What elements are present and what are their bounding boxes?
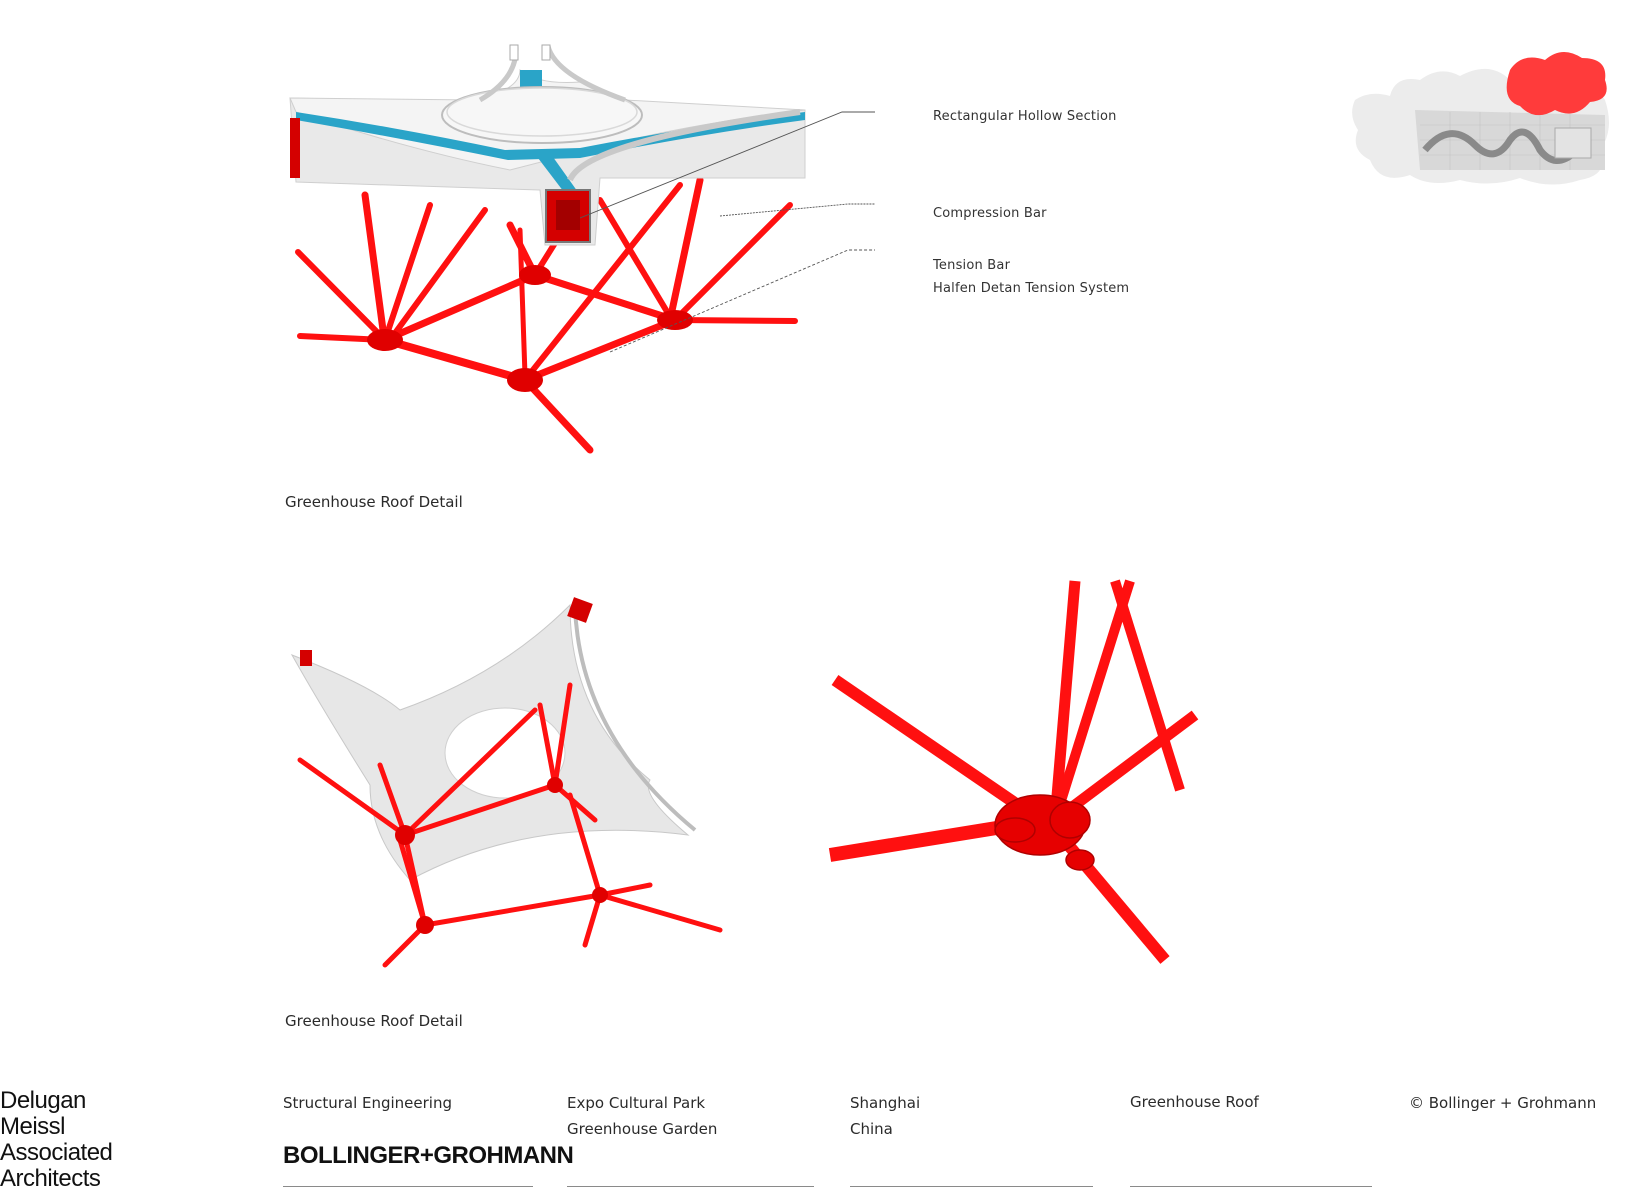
roof-detail-underside bbox=[290, 597, 723, 968]
callout-leaders bbox=[580, 111, 875, 353]
footer-rule-1 bbox=[283, 1186, 533, 1187]
footer-discipline: Structural Engineering bbox=[283, 1094, 453, 1112]
footer-project: Expo Cultural Park Greenhouse Garden bbox=[567, 1094, 718, 1138]
caption-roof-detail-1: Greenhouse Roof Detail bbox=[285, 493, 463, 511]
engineer-logo: BOLLINGER+GROHMANN bbox=[283, 1142, 574, 1169]
footer-rule-3 bbox=[850, 1186, 1093, 1187]
footer-subject: Greenhouse Roof bbox=[1130, 1093, 1259, 1111]
callout-rectangular-hollow-section: Rectangular Hollow Section bbox=[933, 109, 1117, 124]
footer-rule-2 bbox=[567, 1186, 814, 1187]
caption-roof-detail-2: Greenhouse Roof Detail bbox=[285, 1012, 463, 1030]
footer-rule-4 bbox=[1130, 1186, 1372, 1187]
callout-tension-bar: Tension Bar bbox=[933, 258, 1011, 273]
footer-copyright: © Bollinger + Grohmann bbox=[1409, 1094, 1597, 1112]
firm-logo: Delugan Meissl Associated Architects bbox=[0, 1087, 113, 1192]
roof-detail-perspective bbox=[289, 44, 806, 454]
callout-halfen-detan: Halfen Detan Tension System bbox=[933, 281, 1130, 296]
site-key-plan bbox=[1352, 51, 1609, 185]
footer-location: Shanghai China bbox=[850, 1094, 921, 1138]
tension-node-closeup bbox=[828, 579, 1199, 964]
callout-compression-bar: Compression Bar bbox=[933, 206, 1047, 221]
